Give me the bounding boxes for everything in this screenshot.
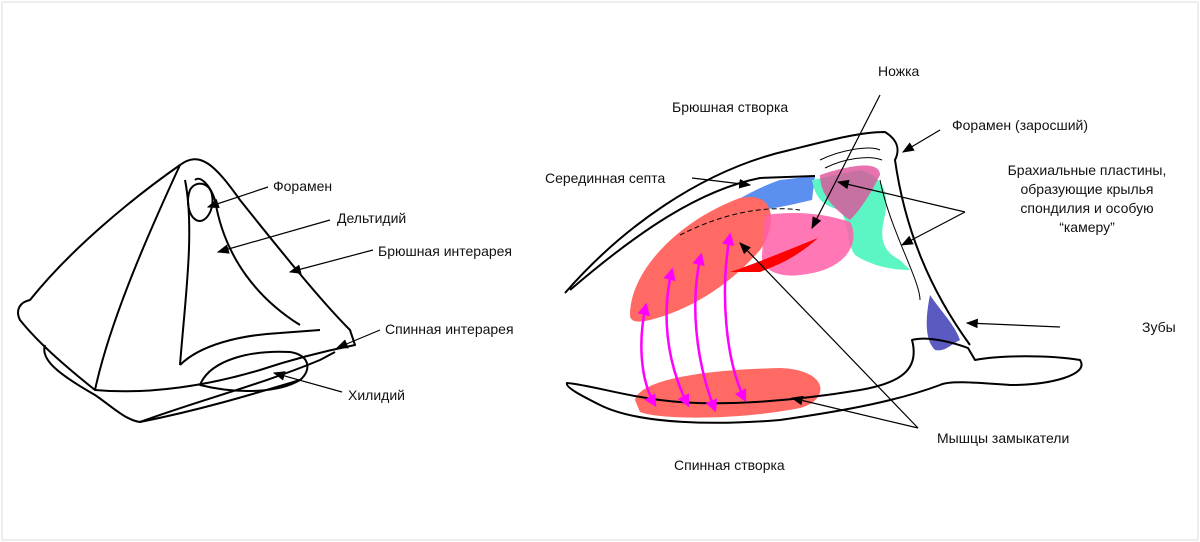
label-chilidium: Хилидий — [348, 387, 405, 403]
label-dorsal-valve: Спинная створка — [674, 457, 785, 473]
label-foramen-closed: Форамен (заросший) — [952, 117, 1088, 133]
label-deltidium: Дельтидий — [337, 210, 406, 226]
brachial-plates-line-3: спондилия и особую — [1020, 200, 1153, 216]
label-median-septum: Серединная септа — [545, 170, 665, 186]
label-foramen: Форамен — [273, 178, 332, 194]
label-pedicle: Ножка — [878, 63, 920, 79]
brachial-plates-line-2: образующие крылья — [1020, 181, 1153, 197]
teeth-shape — [926, 295, 960, 351]
right-shell-drawing — [564, 131, 1083, 424]
label-dorsal-interarea: Спинная интерарея — [385, 321, 514, 337]
left-pointers — [206, 186, 381, 393]
right-pointers — [691, 94, 1061, 429]
dorsal-muscle — [635, 368, 821, 418]
label-teeth: Зубы — [1142, 319, 1176, 335]
brachial-plates-line-4: “камеру” — [1059, 219, 1115, 235]
left-shell-drawing — [17, 158, 356, 423]
label-ventral-valve: Брюшная створка — [672, 99, 788, 115]
label-brachial-plates: Брахиальные пластины, образующие крылья … — [1008, 162, 1167, 235]
pedicle-base — [820, 165, 880, 220]
pedicle-tip — [730, 238, 818, 272]
brachial-plates-line-1: Брахиальные пластины, — [1008, 162, 1167, 178]
label-adductor-muscles: Мышцы замыкатели — [937, 430, 1069, 446]
muscle-action-arrows — [637, 232, 747, 413]
label-ventral-interarea: Брюшная интерарея — [378, 243, 512, 259]
